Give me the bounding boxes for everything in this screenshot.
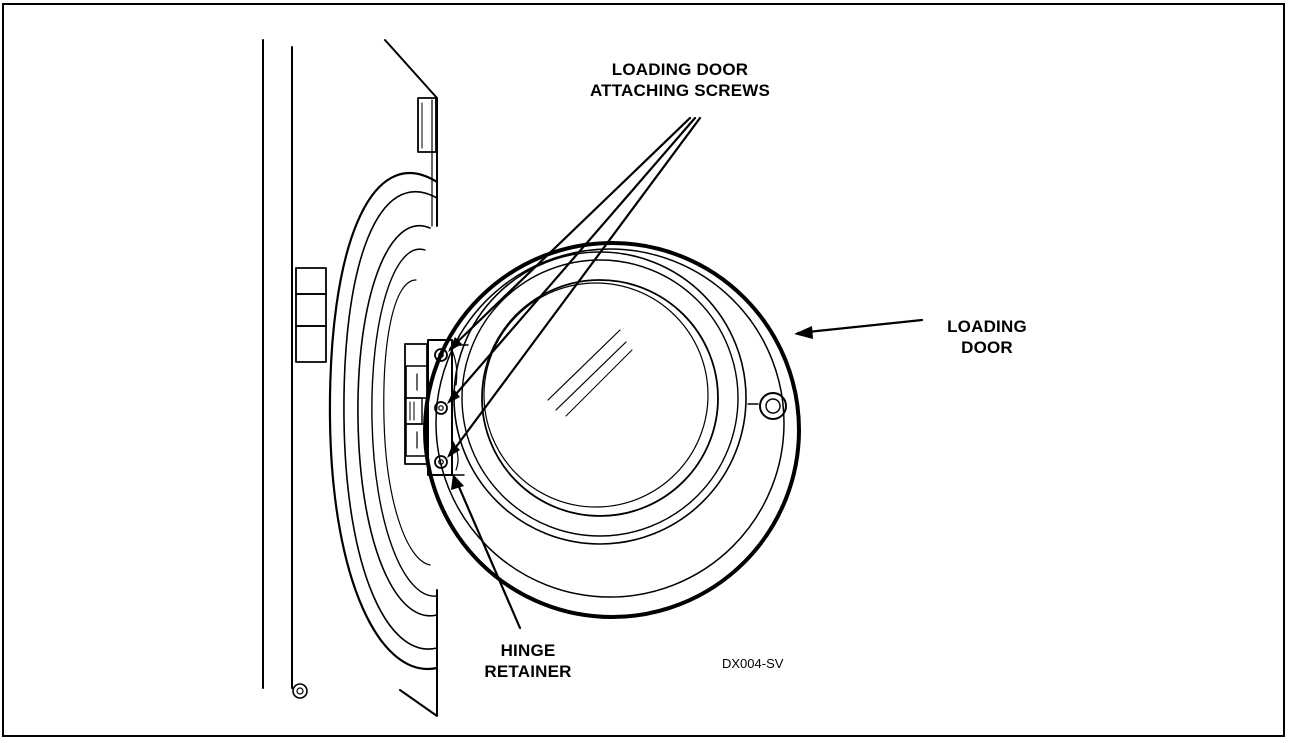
hinge-assembly [404, 339, 469, 476]
loading-door [423, 241, 801, 619]
attaching-screw-middle [434, 401, 448, 415]
label-screws-line1: LOADING DOOR [611, 60, 749, 79]
label-hinge-line2: RETAINER [484, 662, 572, 681]
label-hinge-retainer: HINGE RETAINER [468, 640, 588, 682]
attaching-screw-top [434, 348, 448, 362]
label-door-line2: DOOR [961, 338, 1013, 357]
dryer-cabinet [262, 39, 438, 717]
figure-border [2, 3, 1285, 737]
label-loading-door: LOADING DOOR [912, 316, 1062, 358]
leader-lines [448, 116, 924, 630]
label-door-line1: LOADING [947, 317, 1027, 336]
label-screws-line2: ATTACHING SCREWS [589, 81, 771, 100]
label-loading-door-attaching-screws: LOADING DOOR ATTACHING SCREWS [560, 59, 800, 101]
label-hinge-line1: HINGE [500, 641, 556, 660]
attaching-screw-bottom [434, 455, 448, 469]
arrowheads [447, 326, 813, 490]
door-opening-ring [328, 171, 439, 671]
figure-code: DX004-SV [722, 656, 784, 671]
